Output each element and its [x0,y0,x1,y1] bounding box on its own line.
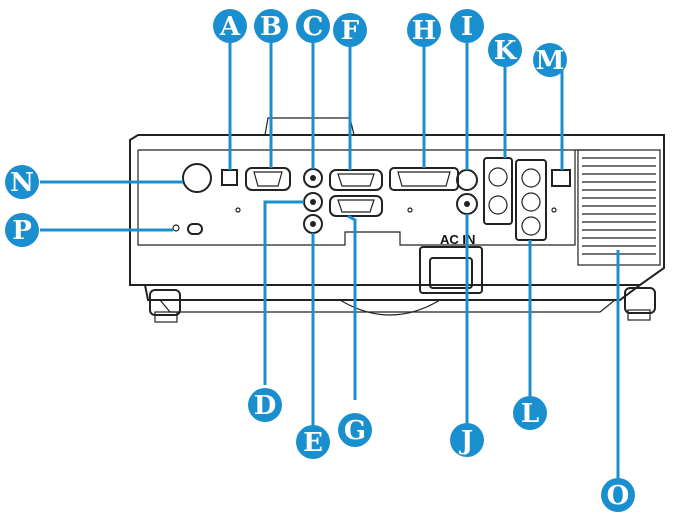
callout-label: G [344,416,366,446]
s-video-port [456,169,478,191]
remote-receiver [551,169,571,187]
callout-k: K [488,33,522,67]
callout-label: E [303,428,323,458]
callout-label: A [219,12,241,42]
rca-audio-pair [483,157,513,225]
serial-port [245,167,291,191]
callout-p: P [5,213,39,247]
security-lock-slot [172,224,180,232]
callout-a: A [213,9,247,43]
callout-label: K [494,36,518,66]
callout-label: D [254,391,277,421]
callout-f: F [333,13,367,47]
vga-port-f [329,169,383,191]
callout-l: L [513,396,547,430]
callout-o: O [601,478,635,512]
callout-j: J [450,423,484,457]
ir-sensor [182,163,212,193]
vent-grille [577,149,661,266]
callout-c: C [296,9,330,43]
callout-d: D [248,388,282,422]
callout-label: J [459,426,473,456]
callout-label: O [607,481,630,511]
callout-label: I [461,12,473,42]
usb-port [221,169,238,186]
callout-label: C [303,12,324,42]
callout-n: N [5,165,39,199]
callout-g: G [338,413,372,447]
callout-label: P [12,216,32,246]
callout-m: M [533,43,567,77]
callout-h: H [407,13,441,47]
callout-label: F [341,16,360,46]
callout-label: L [521,399,539,429]
callout-e: E [296,425,330,459]
callout-b: B [254,9,288,43]
callout-i: I [450,9,484,43]
vga-port-g [329,195,383,217]
projector-body: AC IN [129,117,665,323]
callout-label: H [412,16,437,46]
rca-component-group [515,159,547,241]
callout-label: B [260,12,282,42]
callout-label: M [536,46,565,76]
callout-label: N [10,168,34,198]
